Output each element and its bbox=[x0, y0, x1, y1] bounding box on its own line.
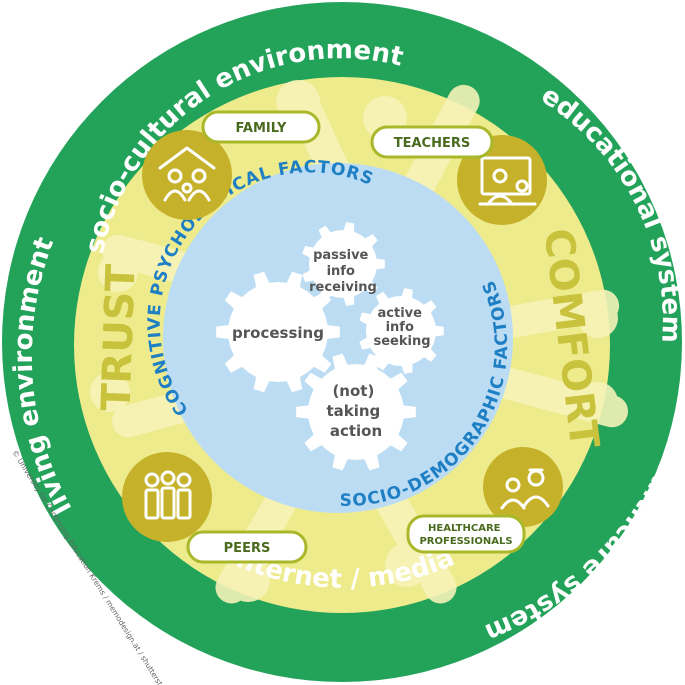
family-label-pill: FAMILY bbox=[201, 110, 321, 144]
teachers-icon bbox=[478, 156, 537, 206]
teachers-label-pill: TEACHERS bbox=[370, 125, 494, 159]
processing-gear bbox=[216, 271, 340, 393]
healthcare-icon bbox=[500, 468, 550, 510]
family-label: FAMILY bbox=[236, 121, 287, 136]
teachers-label: TEACHERS bbox=[394, 136, 470, 151]
action-gear bbox=[296, 353, 416, 471]
blue-circle bbox=[163, 163, 513, 513]
gear-group bbox=[216, 222, 444, 471]
passive-gear bbox=[302, 222, 385, 306]
active-gear bbox=[359, 288, 444, 374]
processing-gear-text: processing bbox=[232, 324, 324, 342]
family-icon bbox=[158, 146, 216, 202]
trust-label: TRUST bbox=[93, 263, 144, 412]
healthcare-label-pill: HEALTHCARE PROFESSIONALS bbox=[406, 514, 526, 554]
peers-label: PEERS bbox=[224, 541, 271, 556]
healthcare-label: HEALTHCARE PROFESSIONALS bbox=[419, 523, 512, 547]
peers-label-pill: PEERS bbox=[186, 530, 308, 564]
passive-gear-text: passive info receiving bbox=[309, 248, 377, 295]
family-badge bbox=[142, 130, 232, 220]
healthcare-badge bbox=[483, 447, 563, 527]
peers-badge bbox=[122, 452, 212, 542]
peers-icon bbox=[144, 470, 192, 520]
action-gear-text: (not) taking action bbox=[326, 382, 385, 440]
active-gear-text: active info seeking bbox=[373, 306, 430, 349]
